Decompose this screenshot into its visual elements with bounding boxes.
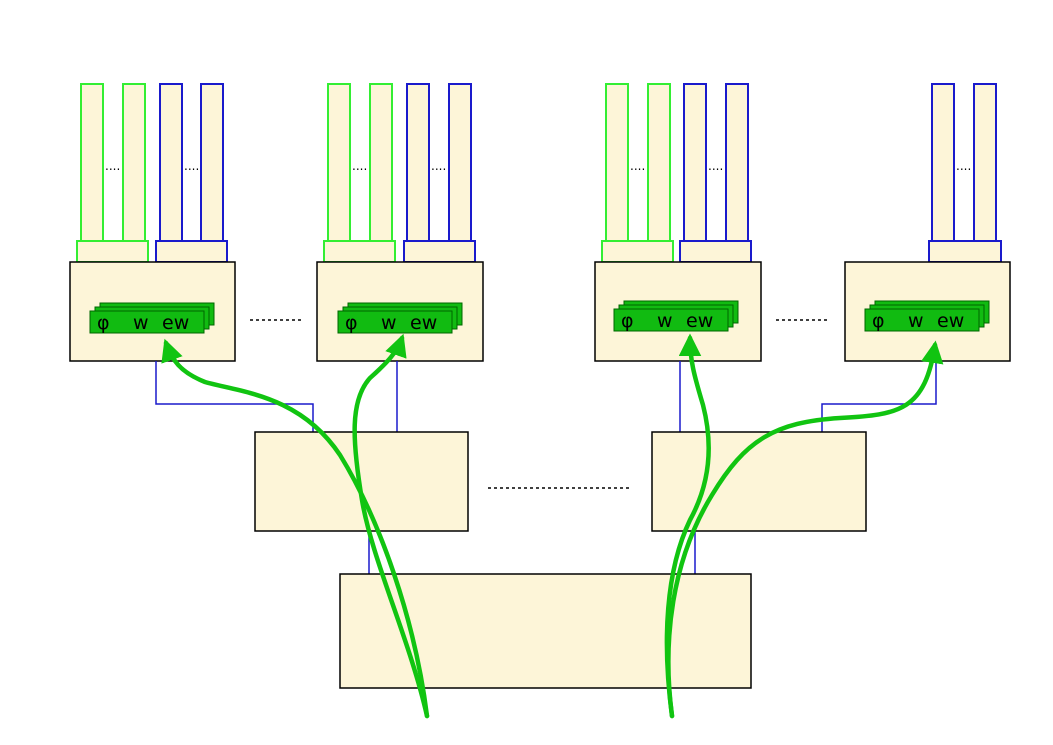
bar-dots: .... [956,159,971,173]
chip-phi-label: φ [345,312,358,334]
blue-column [683,83,707,243]
green-socket [601,240,674,263]
flow-arrow [161,338,430,719]
node-1: .... .... φ w ew [69,83,236,362]
blue-column [931,83,955,243]
green-column [369,83,393,243]
switch-box-left [254,431,469,532]
green-socket [323,240,396,263]
green-column [605,83,629,243]
chip-ew-label: ew [162,312,189,334]
blue-column [200,83,224,243]
chip-ew-label: ew [686,310,713,332]
bar-dots: .... [431,159,446,173]
chip-w-label: w [133,312,149,334]
chip-w-label: w [381,312,397,334]
blue-column [406,83,430,243]
bar-dots: .... [352,159,367,173]
chip-stack: φ w ew [613,300,739,332]
wire [155,361,314,432]
data-flow-arrows [161,333,944,719]
bar-dots: .... [708,159,723,173]
flow-arrow [666,340,944,719]
chip-ew-label: ew [937,310,964,332]
blue-column [448,83,472,243]
chip-stack: φ w ew [89,302,215,334]
blue-socket [928,240,1002,263]
chip-ew-label: ew [410,312,437,334]
blue-socket [155,240,228,263]
wire [821,361,937,432]
chip-w-label: w [657,310,673,332]
blue-socket [679,240,752,263]
chip-stack: φ w ew [337,302,463,334]
chip-phi-label: φ [872,310,885,332]
bar-dots: .... [630,159,645,173]
blue-socket [403,240,476,263]
bar-dots: .... [105,159,120,173]
green-column [80,83,104,243]
green-column [122,83,146,243]
flow-arrow [352,333,430,719]
chip-w-label: w [908,310,924,332]
node-4: .... φ w ew [844,83,1011,362]
green-column [327,83,351,243]
green-column [647,83,671,243]
node-3: .... .... φ w ew [594,83,762,362]
chip-stack: φ w ew [864,300,990,332]
chip-phi-label: φ [97,312,110,334]
chip-phi-label: φ [621,310,634,332]
blue-column [159,83,183,243]
green-socket [76,240,149,263]
bar-dots: .... [184,159,199,173]
flow-arrow [664,333,711,719]
node-2: .... .... φ w ew [316,83,484,362]
blue-column [973,83,997,243]
root-box [339,573,752,689]
switch-box-right [651,431,867,532]
blue-column [725,83,749,243]
